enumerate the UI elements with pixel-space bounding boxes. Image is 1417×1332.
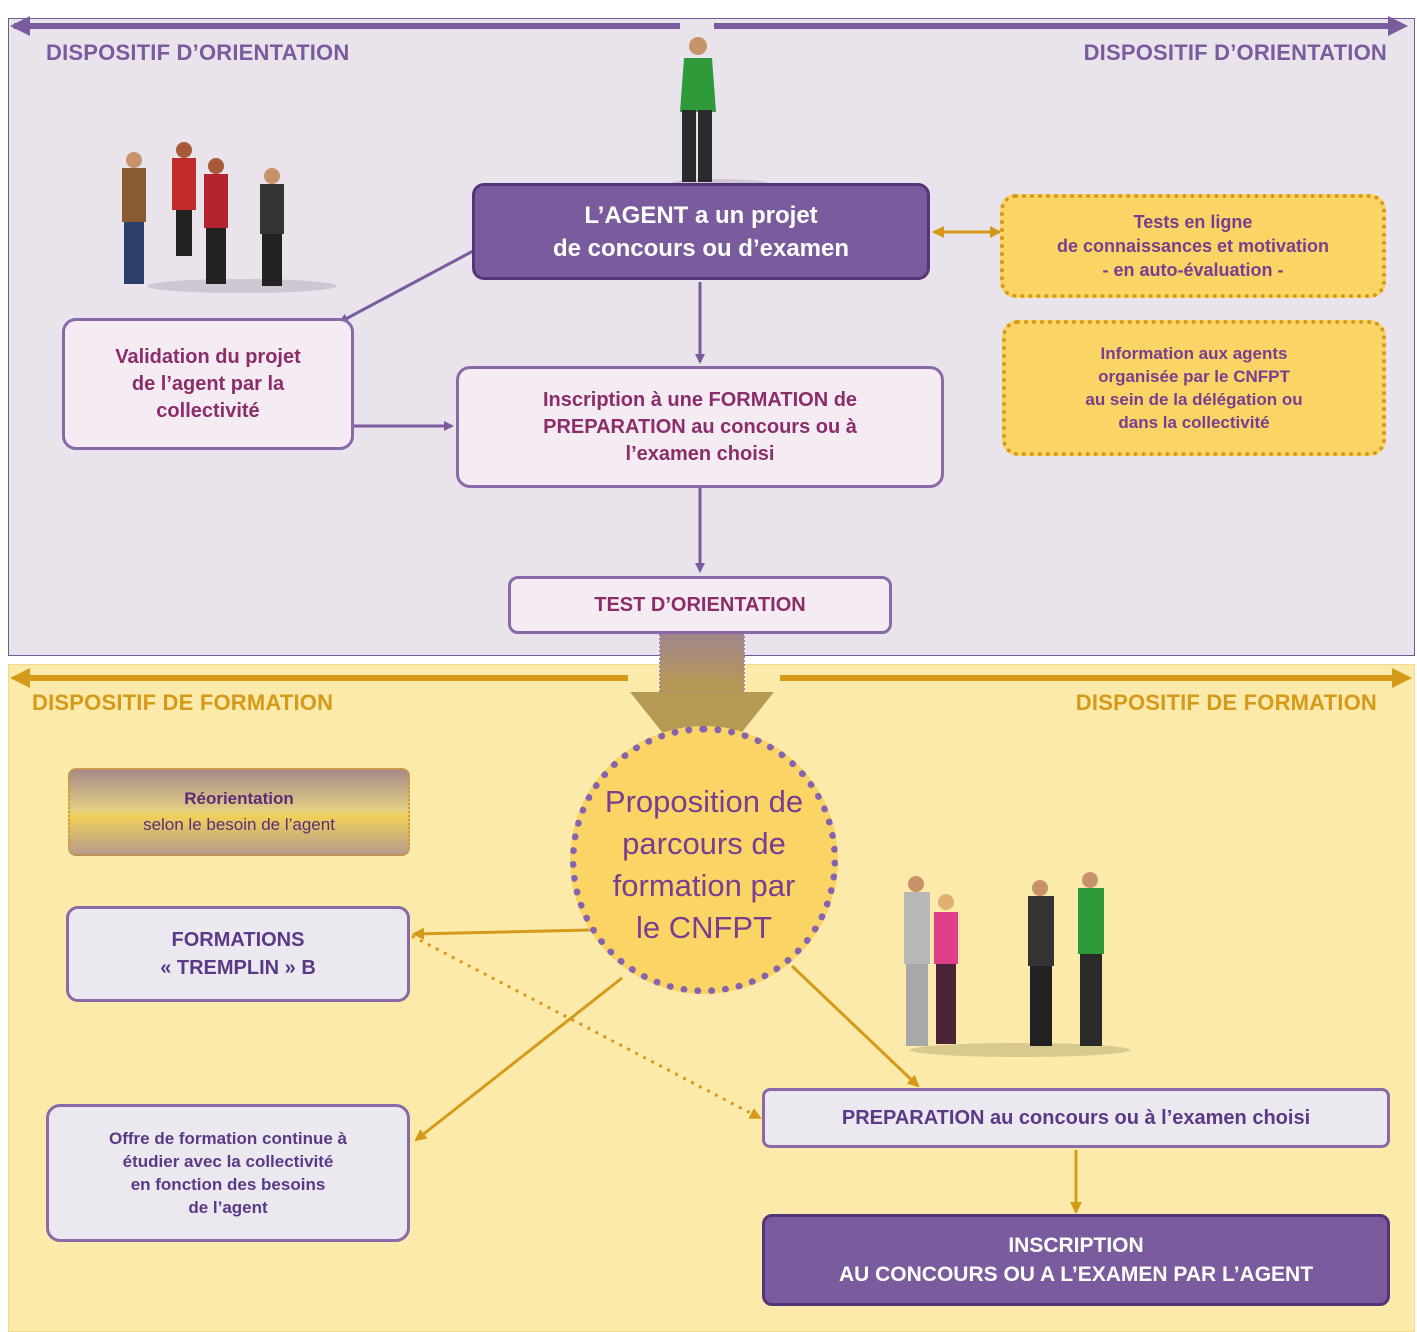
tremplin-text: FORMATIONS « TREMPLIN » B <box>160 929 316 979</box>
continuing-education-box: Offre de formation continue à étudier av… <box>46 1104 410 1242</box>
continuing-education-text: Offre de formation continue à étudier av… <box>108 1129 348 1217</box>
validation-box: Validation du projet de l’agent par la c… <box>62 318 354 450</box>
validation-text: Validation du projet de l’agent par la c… <box>115 345 301 422</box>
formation-span-arrow <box>10 668 1412 688</box>
proposal-text: Proposition de parcours de formation par… <box>604 784 804 945</box>
orientation-title-right: DISPOSITIF D’ORIENTATION <box>1083 40 1387 65</box>
formation-registration-text: Inscription à une FORMATION de PREPARATI… <box>542 388 858 465</box>
person-icon <box>670 37 770 189</box>
reorientation-subtitle: selon le besoin de l’agent <box>143 815 335 834</box>
person-group-icon <box>904 872 1130 1057</box>
formation-title-right: DISPOSITIF DE FORMATION <box>1075 690 1377 715</box>
information-box: Information aux agents organisée par le … <box>1002 320 1386 456</box>
orientation-test-text: TEST D’ORIENTATION <box>594 593 806 616</box>
agent-project-text: L’AGENT a un projet de concours ou d’exa… <box>552 201 850 262</box>
proposal-circle: Proposition de parcours de formation par… <box>570 726 838 994</box>
online-tests-box: Tests en ligne de connaissances et motiv… <box>1000 194 1386 298</box>
preparation-bold: PREPARATION <box>841 1106 985 1129</box>
orientation-span-arrow <box>10 16 1408 36</box>
formation-registration-box: Inscription à une FORMATION de PREPARATI… <box>456 366 944 488</box>
information-text: Information aux agents organisée par le … <box>1085 344 1303 432</box>
final-registration-text: INSCRIPTION AU CONCOURS OU A L’EXAMEN PA… <box>838 1234 1314 1286</box>
final-registration-box: INSCRIPTION AU CONCOURS OU A L’EXAMEN PA… <box>762 1214 1390 1306</box>
preparation-box: PREPARATION au concours ou à l’examen ch… <box>762 1088 1390 1148</box>
orientation-title-left: DISPOSITIF D’ORIENTATION <box>46 40 350 65</box>
person-group-icon <box>122 142 337 293</box>
agent-project-box: L’AGENT a un projet de concours ou d’exa… <box>472 183 930 280</box>
reorientation-title: Réorientation <box>184 789 294 808</box>
orientation-test-box: TEST D’ORIENTATION <box>508 576 892 634</box>
formation-title-left: DISPOSITIF DE FORMATION <box>32 690 334 715</box>
preparation-rest: au concours ou à l’examen choisi <box>984 1106 1311 1129</box>
tremplin-box: FORMATIONS « TREMPLIN » B <box>66 906 410 1002</box>
reorientation-box: Réorientation selon le besoin de l’agent <box>68 768 410 856</box>
online-tests-text: Tests en ligne de connaissances et motiv… <box>1056 212 1330 280</box>
preparation-line: PREPARATION au concours ou à l’examen ch… <box>842 1107 1310 1130</box>
